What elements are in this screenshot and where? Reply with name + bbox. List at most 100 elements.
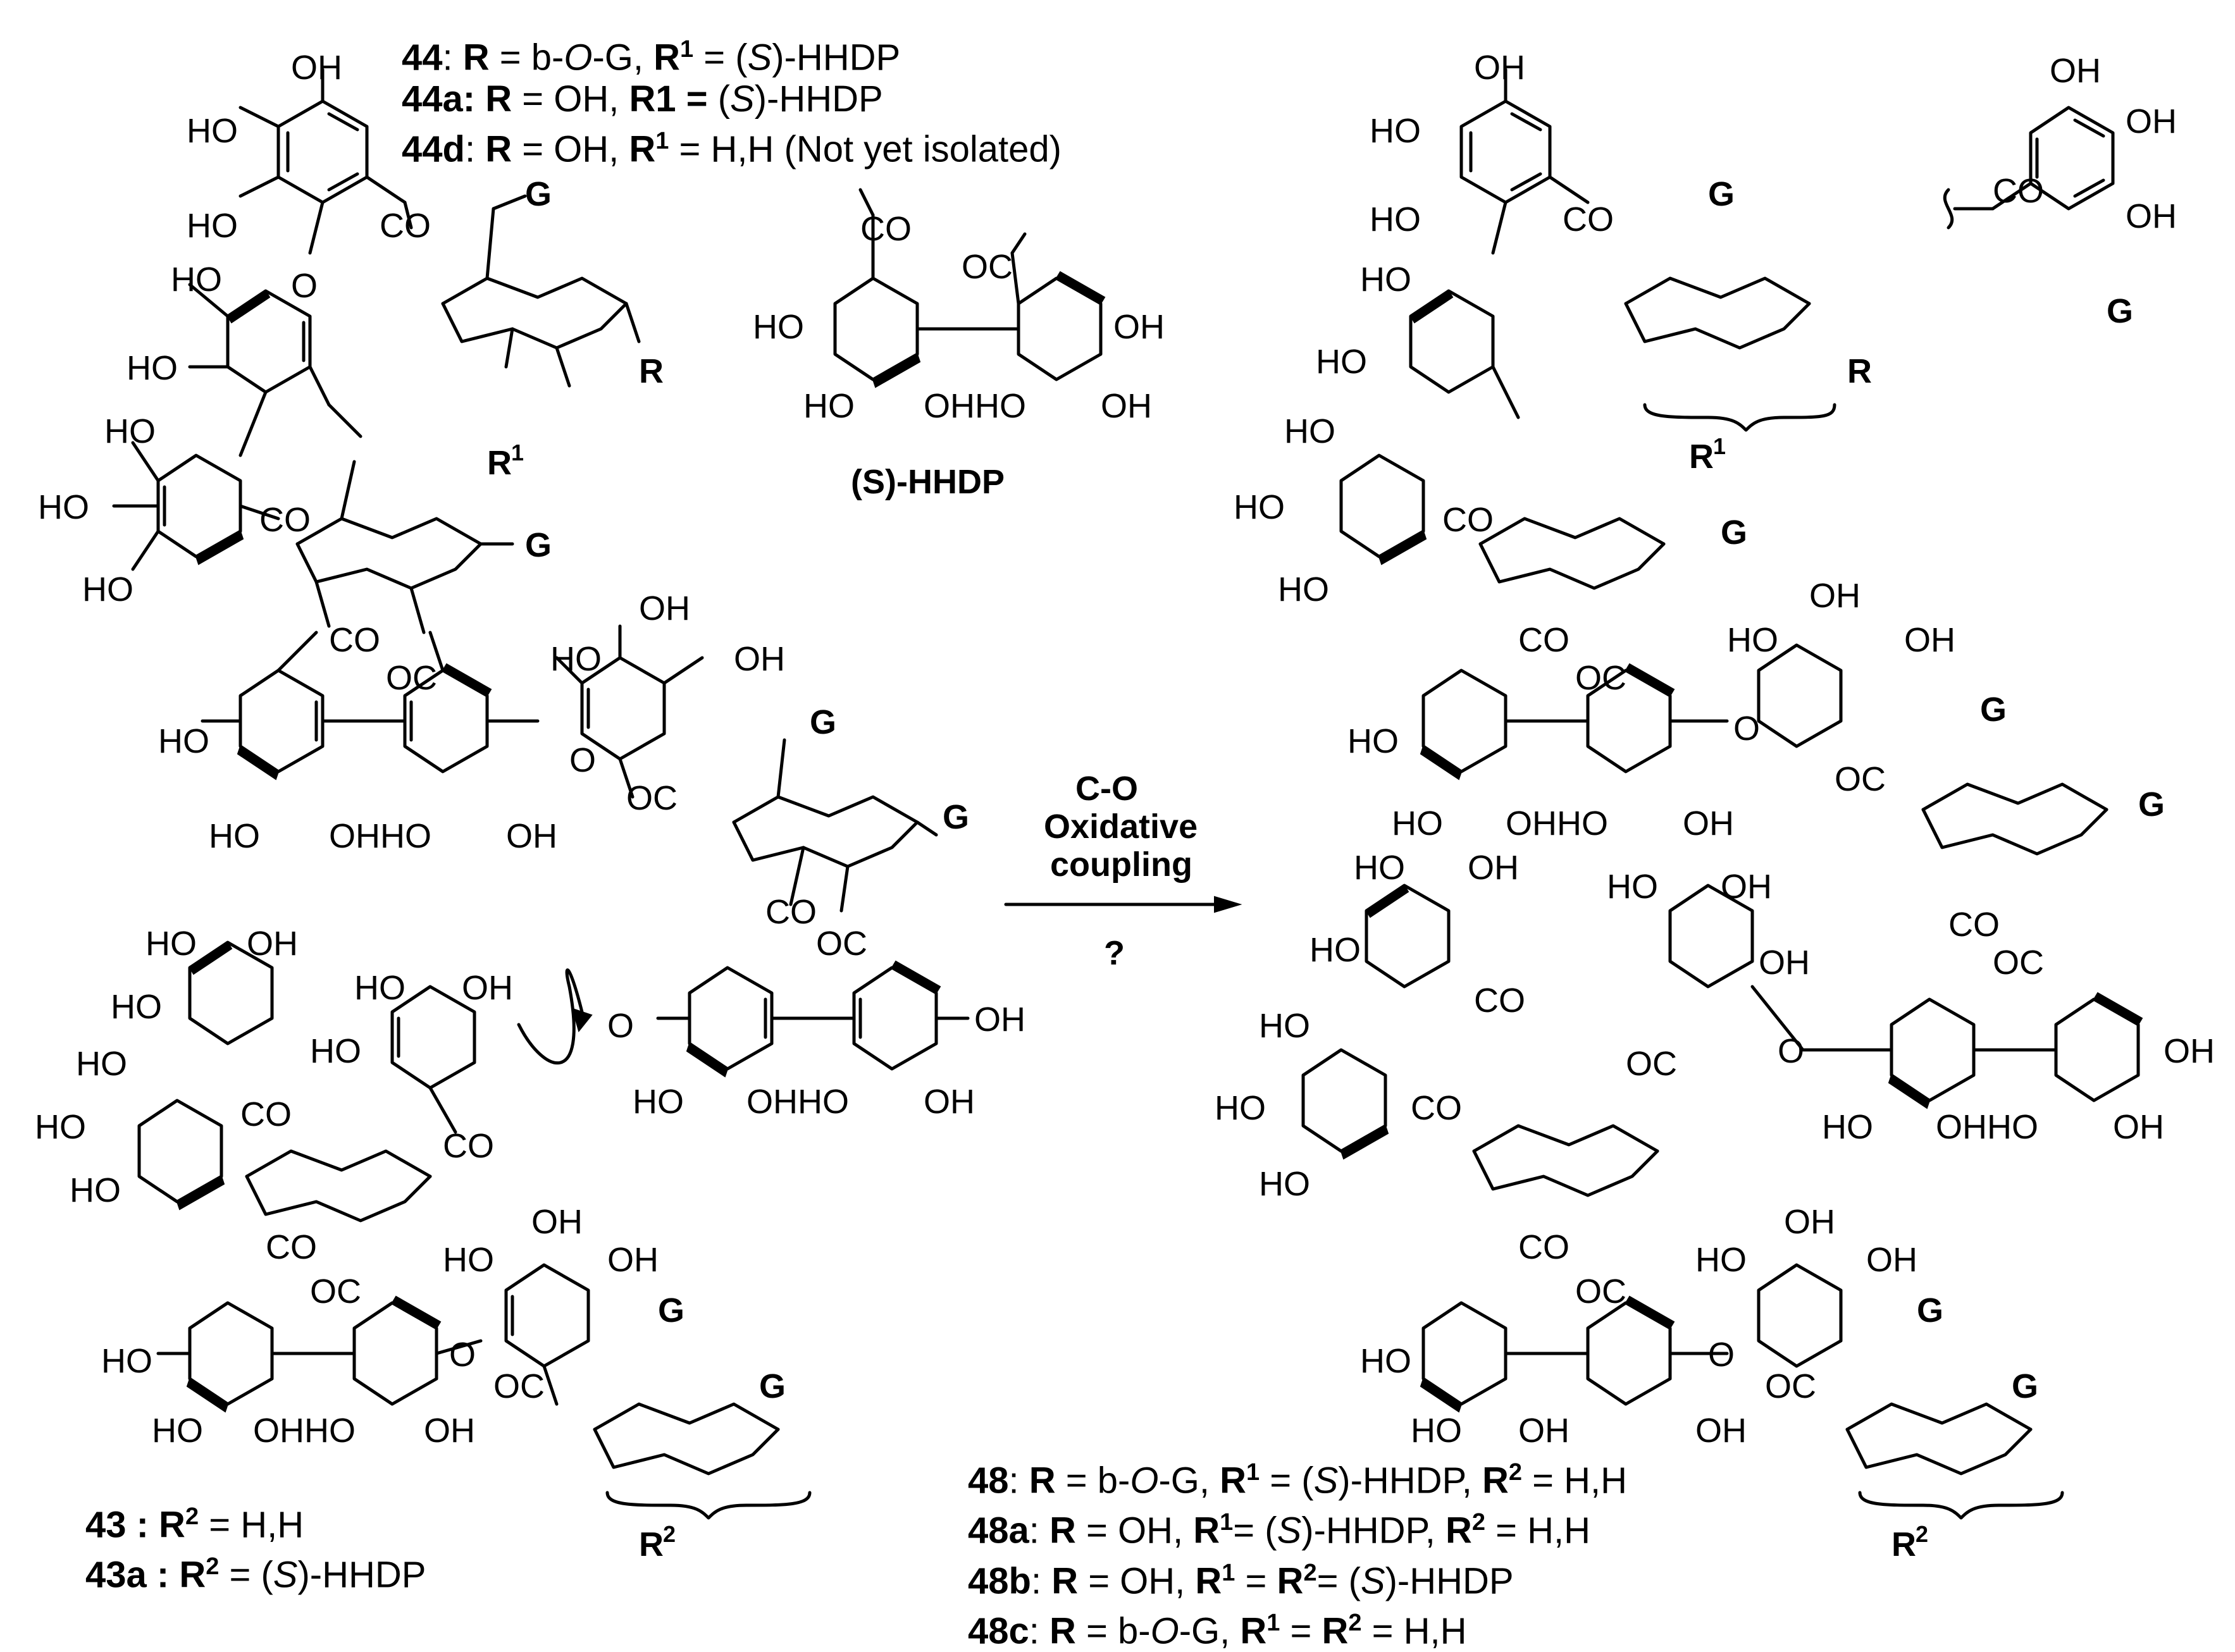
- legend-text-part: 1: [1222, 1559, 1235, 1586]
- ether-oxygen-label: O: [569, 741, 596, 779]
- legend-text-part: 43 : R: [85, 1504, 185, 1546]
- hydroxyl-label: HO: [158, 722, 209, 760]
- legend-text-part: :: [1008, 1460, 1029, 1501]
- hydroxyl-label: HO: [1360, 261, 1411, 299]
- legend-text-part: 1: [680, 36, 694, 63]
- ether-oxygen-label: O: [1778, 1032, 1804, 1070]
- legend-text-part: S: [1277, 1510, 1302, 1551]
- hydroxyl-label: HO: [443, 1241, 494, 1279]
- carbonyl-label: OC: [386, 659, 437, 697]
- hydroxyl-label: OH: [734, 640, 785, 678]
- legend-text-part: [475, 78, 485, 120]
- legend-text-part: 44d: [402, 128, 465, 170]
- legend-text-part: :: [442, 37, 463, 78]
- carbonyl-label: OC: [962, 248, 1013, 286]
- legend-text-part: = (: [1316, 1560, 1361, 1601]
- carbonyl-label: OC: [1626, 1045, 1677, 1083]
- galloyl-label: G: [2012, 1367, 2038, 1405]
- legend-text-part: = (: [1233, 1510, 1277, 1551]
- hydroxyl-label: OHHO: [746, 1083, 849, 1121]
- hydroxyl-label: HO: [101, 1342, 152, 1380]
- legend-text-part: = (: [219, 1554, 273, 1596]
- compound-legend-43: 43 : R2 = H,H: [85, 1496, 426, 1546]
- carbonyl-label: CO: [1411, 1089, 1462, 1127]
- legend-text-part: S: [730, 78, 755, 120]
- carbonyl-label: OC: [626, 779, 678, 817]
- hydroxyl-label: OH: [1904, 621, 1955, 659]
- legend-text-part: R: [1446, 1510, 1472, 1551]
- legend-text-part: R: [653, 37, 680, 78]
- hydroxyl-label: HO: [1234, 488, 1285, 526]
- legend-text-part: = b-: [489, 37, 564, 78]
- hydroxyl-label: OH: [1468, 849, 1519, 887]
- galloyl-label: G: [759, 1367, 786, 1405]
- legend-text-part: R: [1051, 1560, 1079, 1601]
- hydroxyl-label: OH: [2164, 1032, 2215, 1070]
- hydroxyl-label: HO: [1370, 112, 1421, 150]
- legend-text-part: =: [1280, 1610, 1322, 1652]
- legend-text-part: R: [1240, 1610, 1267, 1652]
- legend-text-part: )-HHDP,: [1301, 1510, 1446, 1551]
- legend-text-part: S: [1313, 1460, 1339, 1501]
- legend-text-part: R: [1049, 1610, 1076, 1652]
- legend-text-part: = (: [693, 37, 748, 78]
- legend-text-part: R: [1220, 1460, 1246, 1501]
- hydroxyl-label: OH: [1113, 308, 1165, 346]
- hydroxyl-label: OH: [1518, 1412, 1569, 1450]
- legend-text-part: = H,H: [1361, 1610, 1467, 1652]
- hydroxyl-label: OH: [2126, 197, 2177, 235]
- hydroxyl-label: OH: [247, 925, 298, 963]
- hydroxyl-label: HO: [82, 570, 133, 608]
- r-label: R: [639, 352, 664, 390]
- compound-legend-44d: 44d: R = OH, R1 = H,H (Not yet isolated): [402, 120, 1062, 170]
- legend-text-part: S: [273, 1554, 298, 1596]
- legend-text-part: 48a: [968, 1510, 1029, 1551]
- hydroxyl-label: OHHO: [329, 817, 431, 855]
- hydroxyl-label: HO: [76, 1045, 127, 1083]
- legend-text-part: 1: [1266, 1609, 1280, 1636]
- hydroxyl-label: OH: [1695, 1412, 1747, 1450]
- legend-text-part: 48b: [968, 1560, 1031, 1601]
- legend-text-part: = b-: [1075, 1610, 1151, 1652]
- hydroxyl-label: OH: [974, 1001, 1025, 1039]
- legend-text-part: S: [747, 37, 772, 78]
- hydroxyl-label: HO: [803, 387, 855, 425]
- hydroxyl-label: OH: [1474, 49, 1525, 87]
- ether-oxygen-label: O: [1733, 710, 1760, 748]
- hydroxyl-label: OH: [1721, 868, 1772, 906]
- legend-text-part: O: [564, 37, 593, 78]
- carbonyl-label: CO: [266, 1228, 317, 1266]
- legend-text-part: = H,H: [1485, 1510, 1591, 1551]
- hydroxyl-label: OHHO: [924, 387, 1026, 425]
- legend-text-part: (: [707, 78, 731, 120]
- reaction-condition-3: coupling: [1050, 846, 1192, 884]
- legend-text-part: 1: [655, 128, 669, 155]
- hydroxyl-label: HO: [1347, 722, 1399, 760]
- legend-text-part: R: [1322, 1610, 1349, 1652]
- hydroxyl-label: HO: [1392, 804, 1443, 842]
- r-label: R: [1847, 352, 1872, 390]
- hydroxyl-label: OHHO: [253, 1412, 356, 1450]
- carbonyl-label: CO: [1563, 200, 1614, 238]
- compound-legend-44a: 44a: R = OH, R1 = (S)-HHDP: [402, 78, 1062, 120]
- hydroxyl-label: HO: [1695, 1241, 1747, 1279]
- carbonyl-label: OC: [493, 1367, 545, 1405]
- hydroxyl-label: HO: [753, 308, 804, 346]
- carbonyl-label: OC: [1765, 1367, 1816, 1405]
- legend-text-part: :: [1031, 1560, 1052, 1601]
- legend-text-part: 1: [1220, 1509, 1234, 1536]
- legend-text-part: = H,H: [199, 1504, 304, 1546]
- hydroxyl-label: OH: [2126, 102, 2177, 140]
- hydroxyl-label: OH: [424, 1412, 475, 1450]
- legend-text-part: R: [1193, 1510, 1220, 1551]
- compound-legend-48a: 48a: R = OH, R1= (S)-HHDP, R2 = H,H: [968, 1501, 1627, 1551]
- carbonyl-label: CO: [329, 621, 380, 659]
- legend-text-part: 44a:: [402, 78, 476, 120]
- hydroxyl-label: HO: [127, 349, 178, 387]
- legend-text-part: 2: [206, 1553, 220, 1581]
- hydroxyl-label: HO: [1370, 200, 1421, 238]
- galloyl-label: G: [1708, 175, 1735, 213]
